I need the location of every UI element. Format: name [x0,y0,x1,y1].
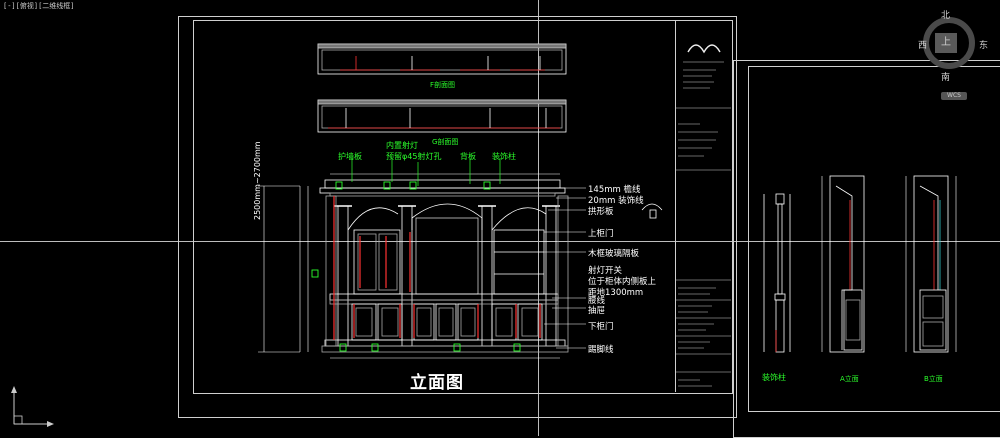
plan-section-f [317,43,567,75]
elevation-red-accents [333,196,541,340]
side-label-a: A立面 [840,375,859,383]
annotation-glass-shelf: 木框玻璃隔板 [588,249,640,259]
annotation-drawer: 抽屉 [588,306,606,316]
title-block [675,20,732,392]
side-dimension-lines [821,176,957,352]
side-label-column: 装饰柱 [762,373,786,382]
side-elevation-a [829,175,865,353]
main-sheet-inner [193,20,733,394]
plan-f-label: F剖面图 [430,81,456,89]
annotation-skirting: 踢脚线 [588,345,614,355]
annotation-switch-location: 位于柜体内侧板上 [588,277,657,287]
side-decorative-column [763,193,791,353]
plan-g-label: G剖面图 [432,138,459,146]
dimension-lines [258,173,560,359]
title-block-content [675,44,731,373]
crosshair-vertical [538,0,539,436]
elevation-cabinet [319,179,569,353]
viewcube[interactable]: 上 北 南 东 西 [918,10,1000,100]
side-label-b: B立面 [924,375,943,383]
annotation-light-switch: 射灯开关 [588,266,623,276]
main-sheet-outer [178,16,737,418]
wcs-menu-button[interactable]: WCS [941,92,967,100]
annotation-arch-board: 拱形板 [588,207,614,217]
annotation-lower-door: 下柜门 [588,322,614,332]
viewcube-east[interactable]: 东 [979,41,989,51]
callout-spotlight-hole: 预留φ45射灯孔 [386,152,442,161]
annotation-decor-line: 20mm 装饰线 [588,196,644,206]
column-detail [641,203,663,219]
annotation-leaders [544,187,586,349]
callout-decor-column: 装饰柱 [492,152,516,161]
annotation-upper-door: 上柜门 [588,229,614,239]
callout-wall-panel: 护墙板 [338,152,362,161]
annotation-switch-height: 距地1300mm [588,288,644,298]
side-sheet-inner [748,66,1000,412]
plan-section-g [317,99,567,133]
viewcube-south[interactable]: 南 [941,73,951,83]
crosshair-horizontal [0,241,1000,242]
dimension-height-label: 2500mm~2700mm [253,141,262,220]
elevation-green-markers [311,181,521,352]
title-block-text-lines [678,61,724,387]
viewcube-top-face[interactable]: 上 [935,33,957,53]
ucs-icon [11,386,54,427]
callout-spotlight: 内置射灯 [386,141,418,150]
callout-back-panel: 背板 [460,152,476,161]
callout-leaders [351,158,501,186]
viewcube-ring[interactable] [923,17,975,69]
annotation-cornice: 145mm 檐线 [588,185,641,195]
side-elevation-b [913,175,949,353]
viewport-label[interactable]: [-][俯视][二维线框] [3,2,75,10]
annotation-waist-line: 腰线 [588,296,606,306]
elevation-title: 立面图 [410,373,464,393]
viewcube-north[interactable]: 北 [941,11,951,21]
viewcube-west[interactable]: 西 [918,41,928,51]
